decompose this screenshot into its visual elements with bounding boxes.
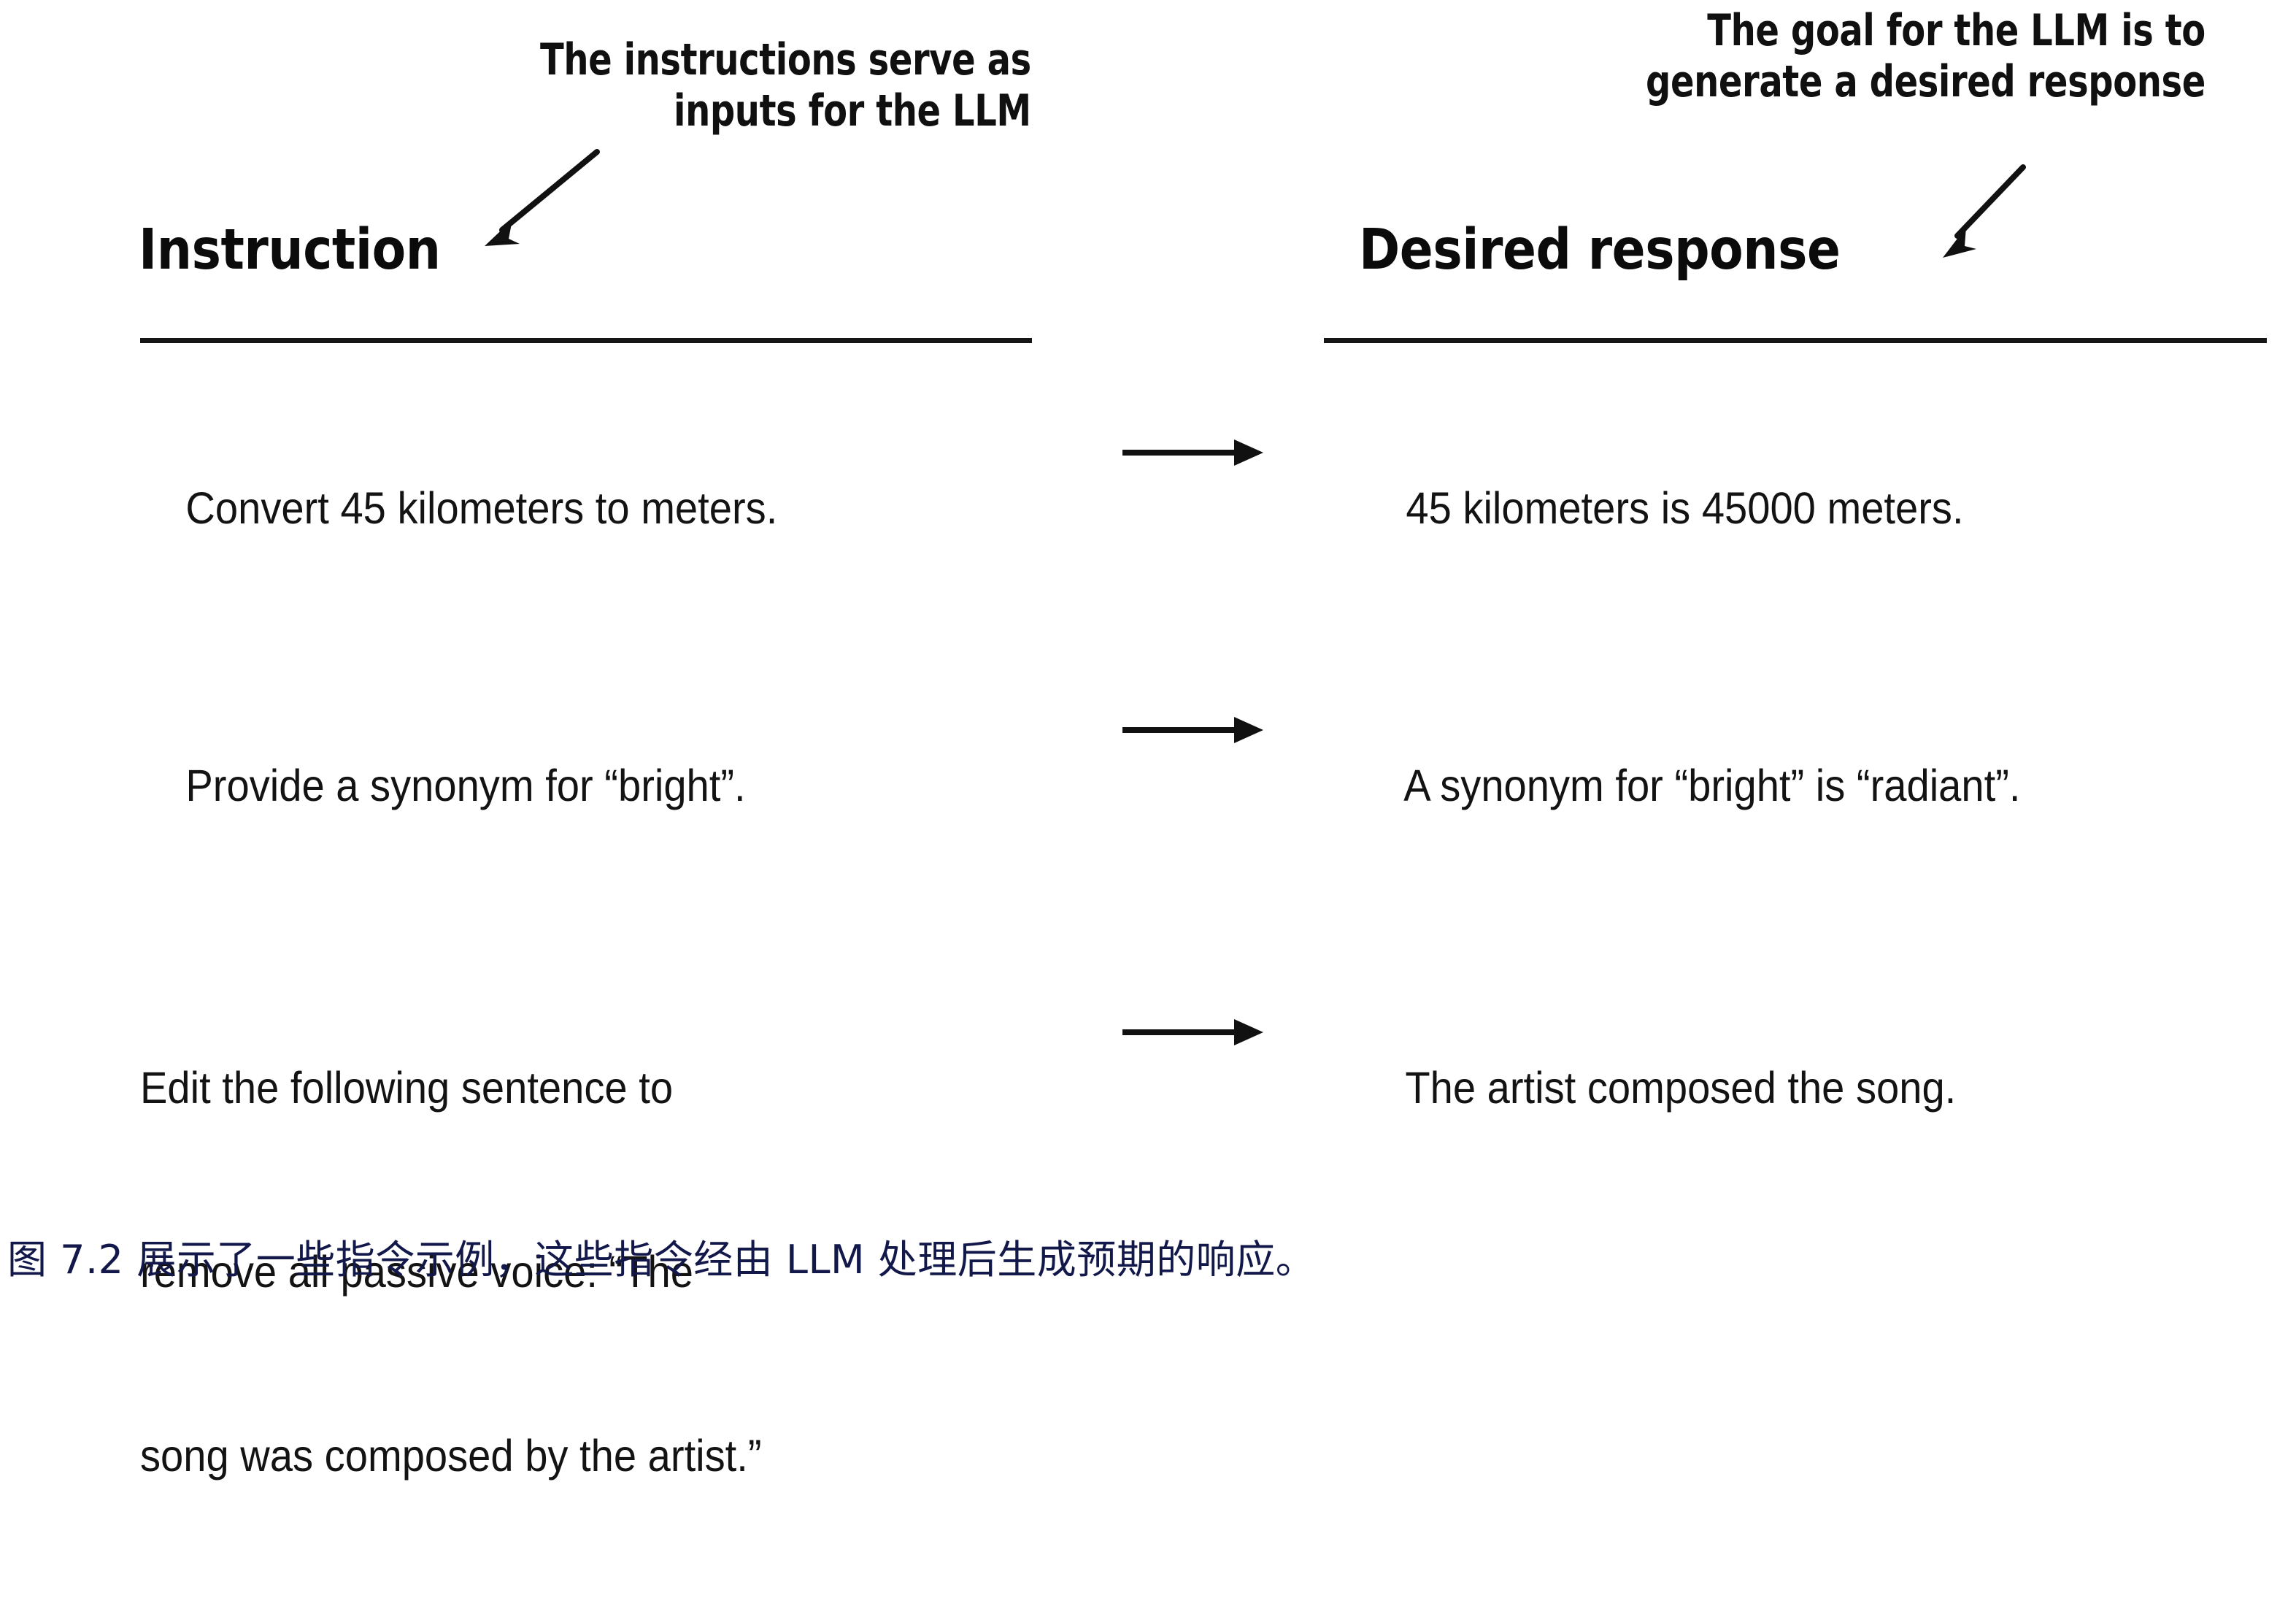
instruction-line: Edit the following sentence to [140, 1063, 674, 1113]
figure-canvas: The instructions serve as inputs for the… [7, 5, 2267, 1481]
instruction-annotation-line-1: The instructions serve as [540, 34, 1031, 85]
row-connector-arrow-icon [1122, 1019, 1263, 1045]
column-header-instruction: Instruction [139, 218, 441, 283]
column-header-desired-response: Desired response [1359, 218, 1841, 283]
instruction-annotation-text: The instructions serve as inputs for the… [540, 34, 1031, 137]
response-annotation-text: The goal for the LLM is to generate a de… [1646, 5, 2206, 107]
instruction-column-rule [140, 338, 1032, 343]
row-connector-arrow-icon [1122, 717, 1263, 743]
table-row-response: A synonym for “bright” is “radiant”. [1360, 694, 2020, 878]
figure-caption: 图 7.2 展示了一些指令示例，这些指令经由 LLM 处理后生成预期的响应。 [7, 1237, 1316, 1283]
response-column-rule [1324, 338, 2267, 343]
table-row-response: The artist composed the song. [1360, 996, 1956, 1180]
response-annotation-line-2: generate a desired response [1646, 55, 2206, 107]
instruction-line: remove all passive voice: “The [140, 1247, 693, 1297]
response-annotation-arrow-icon [1943, 164, 2026, 258]
instruction-annotation-arrow-icon [485, 149, 600, 246]
table-row-instruction: Provide a synonym for “bright”. [140, 694, 746, 878]
instruction-line: Convert 45 kilometers to meters. [185, 483, 778, 533]
response-line: The artist composed the song. [1405, 1063, 1957, 1113]
row-connector-arrow-icon [1122, 439, 1263, 466]
instruction-annotation-line-2: inputs for the LLM [674, 85, 1031, 137]
instruction-line: song was composed by the artist.” [140, 1431, 762, 1481]
response-line: A synonym for “bright” is “radiant”. [1403, 761, 2021, 810]
response-annotation-line-1: The goal for the LLM is to [1707, 5, 2206, 56]
instruction-line: Provide a synonym for “bright”. [185, 761, 746, 810]
table-row-instruction: Convert 45 kilometers to meters. [140, 416, 777, 600]
table-row-response: 45 kilometers is 45000 meters. [1360, 416, 1964, 600]
response-line: 45 kilometers is 45000 meters. [1406, 483, 1964, 533]
